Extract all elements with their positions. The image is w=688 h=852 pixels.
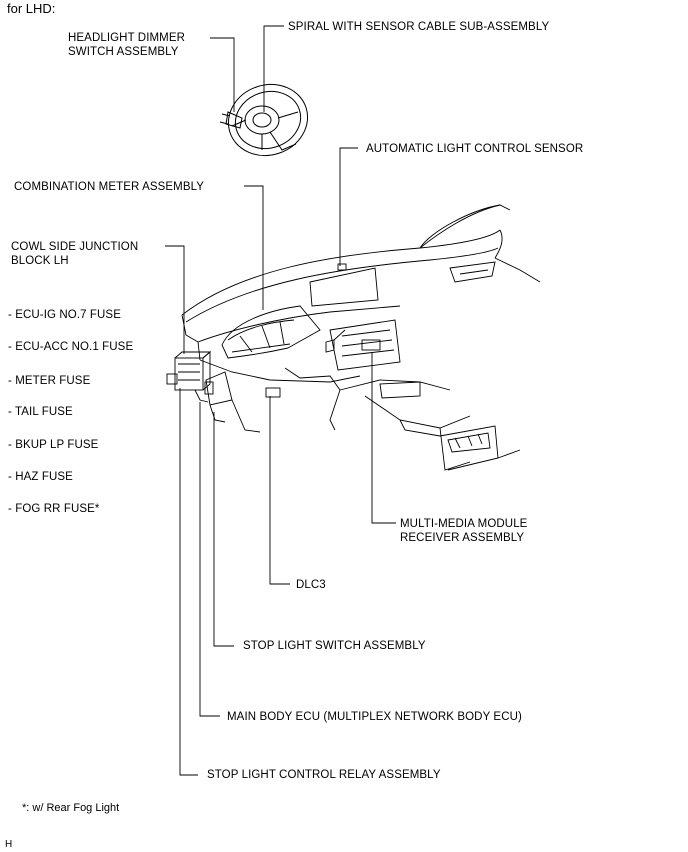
leader-combination-meter xyxy=(244,185,264,310)
label-main-body-ecu: MAIN BODY ECU (MULTIPLEX NETWORK BODY EC… xyxy=(227,711,522,723)
steering-wheel-drawing xyxy=(219,83,309,157)
fuse-item: - HAZ FUSE xyxy=(8,471,73,483)
leader-stop-light-relay xyxy=(179,388,198,776)
leader-dlc3 xyxy=(269,396,290,585)
leader-cowl-junction xyxy=(165,245,185,354)
leader-stop-light-switch xyxy=(213,412,234,647)
leader-headlight-dimmer xyxy=(210,37,235,112)
page-header: for LHD: xyxy=(7,1,56,16)
leader-spiral-cable xyxy=(263,25,284,112)
fuse-item: - FOG RR FUSE* xyxy=(8,503,100,515)
label-multimedia-receiver: MULTI-MEDIA MODULE RECEIVER ASSEMBLY xyxy=(400,518,528,544)
label-auto-light-sensor: AUTOMATIC LIGHT CONTROL SENSOR xyxy=(366,143,584,155)
footnote: *: w/ Rear Fog Light xyxy=(22,802,120,814)
leader-multimedia xyxy=(371,352,396,524)
label-stop-light-relay: STOP LIGHT CONTROL RELAY ASSEMBLY xyxy=(207,769,441,781)
leader-main-body-ecu xyxy=(199,402,220,717)
fuse-item: - METER FUSE xyxy=(8,375,91,387)
label-combination-meter: COMBINATION METER ASSEMBLY xyxy=(14,181,205,193)
leader-lines xyxy=(165,25,396,776)
junction-block-drawing xyxy=(166,351,214,403)
label-dlc3: DLC3 xyxy=(296,579,326,591)
corner-mark: H xyxy=(5,839,13,850)
label-cowl-side-junction: COWL SIDE JUNCTION BLOCK LH xyxy=(11,241,139,267)
leader-auto-light-sensor xyxy=(339,147,358,266)
fuse-item: - ECU-ACC NO.1 FUSE xyxy=(8,341,134,353)
label-headlight-dimmer-switch: HEADLIGHT DIMMER SWITCH ASSEMBLY xyxy=(68,32,186,58)
fuse-item: - TAIL FUSE xyxy=(8,406,73,418)
label-spiral-cable: SPIRAL WITH SENSOR CABLE SUB-ASSEMBLY xyxy=(288,21,550,33)
instrument-panel-drawing xyxy=(181,204,541,471)
fuse-item: - BKUP LP FUSE xyxy=(8,439,99,451)
fuse-item: - ECU-IG NO.7 FUSE xyxy=(8,309,121,321)
label-stop-light-switch: STOP LIGHT SWITCH ASSEMBLY xyxy=(243,640,426,652)
